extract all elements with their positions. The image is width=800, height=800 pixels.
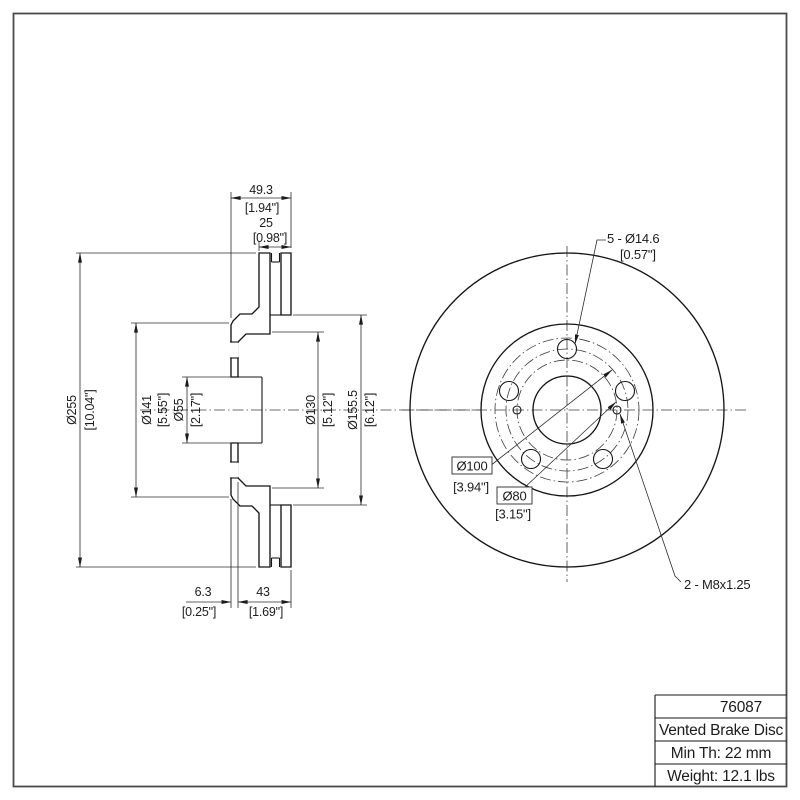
center-bore-circle	[532, 375, 602, 445]
dim-hat-depth-in: [1.69"]	[249, 605, 283, 619]
section-lug-hole-bottom	[229, 462, 239, 478]
dim-hat-diameter-mm: Ø141	[140, 395, 154, 425]
thread-hole-m8	[512, 405, 522, 415]
dim-flange-inner-diameter: Ø130 [5.12"]	[272, 331, 335, 489]
dim-hat-face-thickness-in: [0.25"]	[182, 605, 216, 619]
titleblock-weight: Weight: 12.1 lbs	[667, 768, 775, 785]
callout-bolt-circle-mm: Ø100	[456, 459, 487, 474]
dim-center-bore-mm: Ø55	[172, 398, 186, 421]
callout-lug-holes: 5 - Ø14.6 [0.57"]	[574, 231, 660, 345]
titleblock-product-type: Vented Brake Disc	[659, 722, 784, 739]
dim-outer-diameter-mm: Ø255	[65, 395, 79, 425]
dim-hat-depth-mm: 43	[256, 585, 270, 599]
callout-inner-circle: Ø80 [3.15"]	[495, 401, 617, 522]
lug-hole	[556, 338, 578, 360]
callout-thread-holes-label: 2 - M8x1.25	[684, 577, 750, 592]
lug-hole	[614, 380, 636, 402]
dim-center-bore-in: [2.17"]	[189, 393, 203, 427]
lug-hole	[520, 448, 542, 470]
boss-circle	[494, 337, 640, 483]
dim-center-bore: Ø55 [2.17"]	[172, 376, 232, 444]
dim-hat-diameter-in: [5.55"]	[156, 393, 170, 427]
callout-inner-circle-in: [3.15"]	[495, 507, 531, 522]
dim-hat-depth: 43 [1.69"]	[237, 570, 292, 619]
dim-friction-inner-mm: Ø155.5	[346, 390, 360, 430]
title-block: 76087 Vented Brake Disc Min Th: 22 mm We…	[654, 694, 787, 787]
dim-flange-inner-mm: Ø130	[304, 395, 318, 425]
drawing-frame	[12, 12, 788, 788]
dim-hat-diameter: Ø141 [5.55"]	[131, 322, 229, 498]
dim-outer-diameter: Ø255 [10.04"]	[65, 252, 256, 568]
dim-overall-height-mm: 49.3	[249, 183, 273, 197]
dim-hat-face-thickness: 6.3 [0.25"]	[182, 482, 239, 619]
callout-thread-holes: 2 - M8x1.25	[619, 413, 751, 592]
section-outboard-plate-top	[280, 252, 292, 316]
inner-80-circle	[516, 359, 618, 461]
dim-friction-inner-in: [6.12"]	[363, 393, 377, 427]
section-outboard-plate-bottom	[280, 504, 292, 568]
dim-hat-face-thickness-mm: 6.3	[195, 585, 212, 599]
bolt-circle	[505, 348, 629, 472]
lug-hole	[592, 448, 614, 470]
dim-outer-diameter-in: [10.04"]	[83, 389, 97, 430]
section-lug-hole-top	[229, 342, 239, 358]
dim-disc-thickness: 25 [0.98"]	[253, 216, 292, 251]
front-view	[402, 246, 748, 582]
callout-lug-holes-in: [0.57"]	[620, 247, 656, 262]
hat-edge-circle	[480, 323, 654, 497]
dim-friction-inner-diameter: Ø155.5 [6.12"]	[293, 314, 377, 506]
dim-overall-height-in: [1.94"]	[245, 201, 279, 215]
callout-bolt-circle-in: [3.94"]	[453, 480, 489, 495]
outer-diameter-circle	[409, 252, 725, 568]
dim-disc-thickness-in: [0.98"]	[253, 231, 287, 245]
bolt-circle-box	[451, 456, 493, 475]
titleblock-part-number: 76087	[720, 699, 762, 716]
dim-disc-thickness-mm: 25	[259, 216, 273, 230]
lug-hole	[498, 380, 520, 402]
dim-overall-height: 49.3 [1.94"]	[230, 183, 292, 318]
callout-lug-holes-mm: 5 - Ø14.6	[607, 231, 659, 246]
dim-flange-inner-in: [5.12"]	[321, 393, 335, 427]
callout-inner-circle-mm: Ø80	[503, 489, 527, 504]
inner-circle-box	[496, 486, 533, 505]
titleblock-min-thickness: Min Th: 22 mm	[671, 745, 771, 762]
callout-bolt-circle: Ø100 [3.94"]	[451, 369, 613, 495]
